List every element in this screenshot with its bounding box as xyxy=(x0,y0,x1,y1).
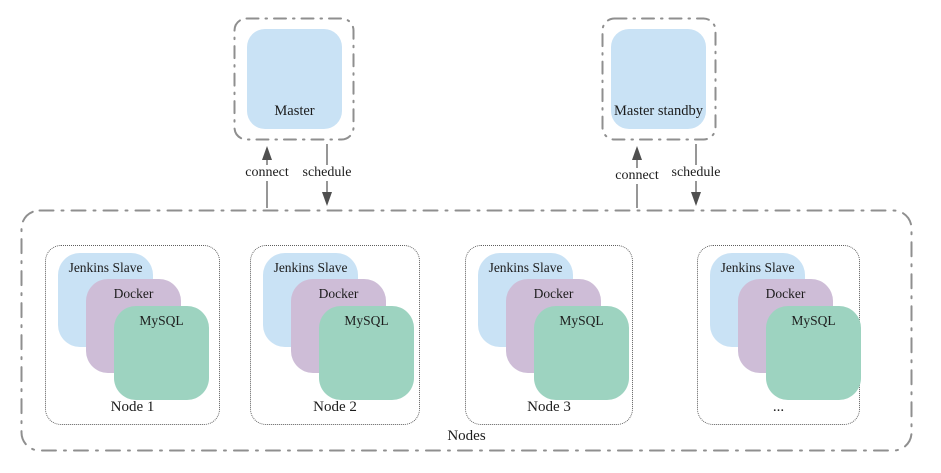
docker-label: Docker xyxy=(765,286,806,301)
node-box-2: Jenkins Slave Docker MySQL Node 2 xyxy=(250,245,420,425)
mysql-label: MySQL xyxy=(559,313,604,328)
jenkins-slave-label: Jenkins Slave xyxy=(273,260,348,275)
schedule-arrowhead-down-icon xyxy=(322,192,332,206)
node-box-1: Jenkins Slave Docker MySQL Node 1 xyxy=(45,245,220,425)
node-label: ... xyxy=(772,399,785,415)
mysql-card: MySQL xyxy=(534,306,629,400)
mysql-card: MySQL xyxy=(766,306,861,400)
mysql-label: MySQL xyxy=(139,313,184,328)
mysql-label: MySQL xyxy=(344,313,389,328)
connect-arrowhead-up-icon xyxy=(262,146,272,160)
connect-arrowhead-up-icon xyxy=(632,146,642,160)
mysql-card: MySQL xyxy=(319,306,414,400)
jenkins-slave-label: Jenkins Slave xyxy=(488,260,563,275)
schedule-label: schedule xyxy=(668,165,724,181)
jenkins-slave-label: Jenkins Slave xyxy=(68,260,143,275)
docker-label: Docker xyxy=(318,286,359,301)
jenkins-slave-label: Jenkins Slave xyxy=(720,260,795,275)
master-standby-label: Master standby xyxy=(614,103,703,119)
node-box-3: Jenkins Slave Docker MySQL Node 3 xyxy=(465,245,633,425)
master-standby-box: Master standby xyxy=(601,17,717,141)
master-box: Master xyxy=(233,17,355,141)
master-label: Master xyxy=(274,103,315,119)
docker-label: Docker xyxy=(533,286,574,301)
node-label: Node 1 xyxy=(110,399,155,415)
node-box-more: Jenkins Slave Docker MySQL ... xyxy=(697,245,861,425)
nodes-container: Nodes Jenkins Slave Docker MySQL Node 1 … xyxy=(20,209,913,452)
connect-label: connect xyxy=(242,165,292,181)
mysql-label: MySQL xyxy=(791,313,836,328)
nodes-container-label: Nodes xyxy=(447,428,486,444)
master-node-shape: Master xyxy=(247,29,342,129)
connect-label: connect xyxy=(612,168,662,184)
master-standby-node-shape: Master standby xyxy=(611,29,706,129)
dashdot-border xyxy=(20,209,913,452)
schedule-label: schedule xyxy=(299,165,355,181)
schedule-arrowhead-down-icon xyxy=(691,192,701,206)
node-label: Node 3 xyxy=(527,399,571,415)
mysql-card: MySQL xyxy=(114,306,209,400)
node-label: Node 2 xyxy=(313,399,357,415)
dashdot-border xyxy=(233,17,355,141)
docker-label: Docker xyxy=(113,286,154,301)
dashdot-border xyxy=(601,17,717,141)
